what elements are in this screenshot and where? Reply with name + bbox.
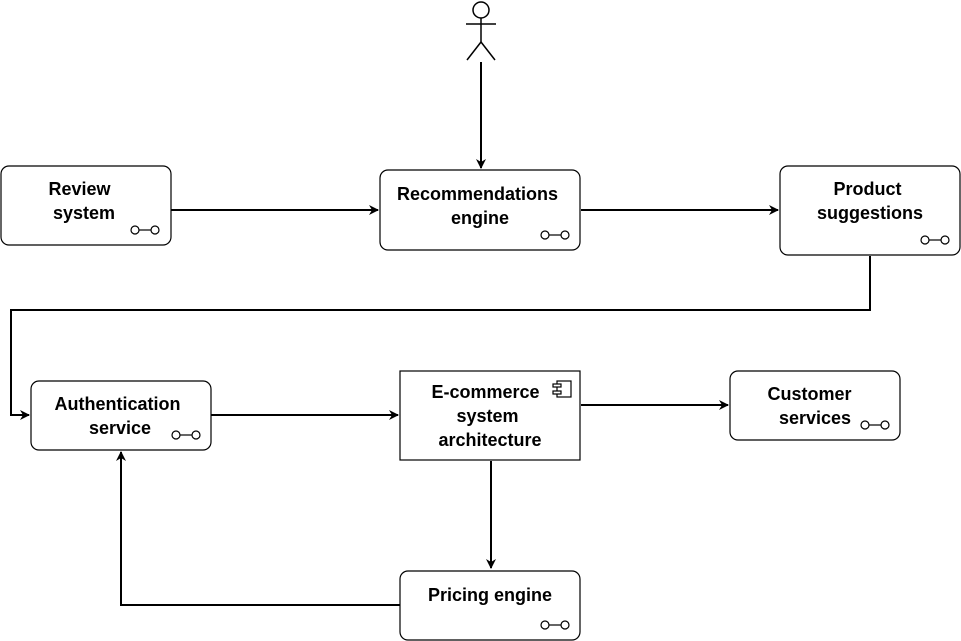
service-icon — [860, 420, 890, 430]
node-pricing-engine[interactable]: Pricing engine — [399, 570, 581, 641]
node-customer-services[interactable]: Customer services — [729, 370, 901, 441]
node-review-system[interactable]: Review system — [0, 165, 172, 246]
node-label: Pricing engine — [428, 585, 552, 605]
node-label: E-commerce system architecture — [431, 382, 544, 450]
component-icon — [552, 380, 572, 398]
node-ecommerce-system-architecture[interactable]: E-commerce system architecture — [399, 370, 581, 461]
service-icon — [920, 235, 950, 245]
edge-product-suggestions-to-authentication — [10, 256, 871, 420]
actor-icon — [466, 1, 496, 61]
node-product-suggestions[interactable]: Product suggestions — [779, 165, 961, 256]
edge-pricing-engine-to-authentication — [116, 451, 400, 606]
node-label: Authentication service — [54, 394, 185, 438]
connector-layer — [10, 62, 871, 606]
service-icon — [540, 230, 570, 240]
service-icon — [171, 430, 201, 440]
node-label: Product suggestions — [817, 179, 923, 223]
node-recommendations-engine[interactable]: Recommendations engine — [379, 169, 581, 251]
node-label: Customer services — [767, 384, 856, 428]
service-icon — [540, 620, 570, 630]
node-authentication-service[interactable]: Authentication service — [30, 380, 212, 451]
node-label: Review system — [48, 179, 115, 223]
service-icon — [130, 225, 160, 235]
node-label: Recommendations engine — [397, 184, 563, 228]
